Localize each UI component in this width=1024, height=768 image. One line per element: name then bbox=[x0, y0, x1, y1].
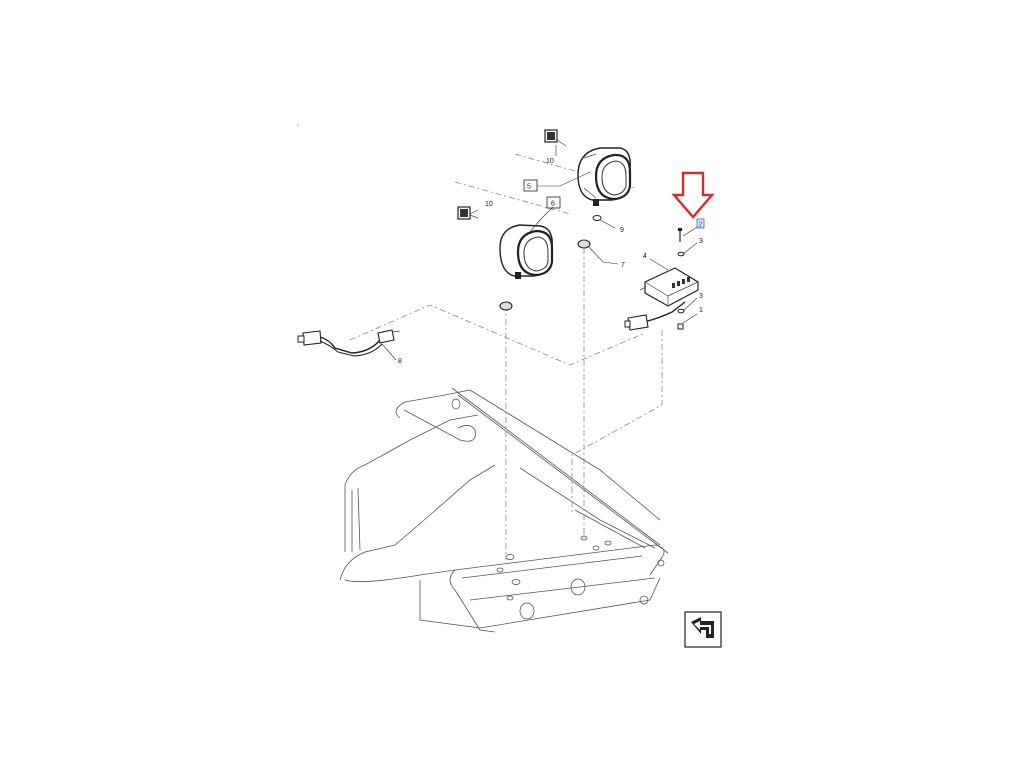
wiring-harness-8[interactable] bbox=[297, 329, 401, 357]
callout-10-lower[interactable]: 10 bbox=[485, 201, 493, 208]
callout-5[interactable]: 5 bbox=[527, 184, 531, 191]
washer-9[interactable] bbox=[592, 215, 602, 221]
callout-7[interactable]: 7 bbox=[621, 262, 625, 269]
control-module-4[interactable] bbox=[639, 267, 699, 307]
callout-9[interactable]: 9 bbox=[620, 227, 624, 234]
nut-1[interactable] bbox=[677, 323, 684, 330]
callout-1[interactable]: 1 bbox=[699, 307, 703, 314]
bulb-upper[interactable] bbox=[544, 129, 567, 147]
callout-2-highlight bbox=[696, 218, 705, 229]
callout-8[interactable]: 8 bbox=[398, 358, 402, 365]
stray-mark bbox=[297, 124, 299, 126]
callout-3-lower[interactable]: 3 bbox=[699, 293, 703, 300]
callout-6[interactable]: 6 bbox=[551, 201, 555, 208]
leader-lines bbox=[381, 145, 698, 361]
washer-3-upper[interactable] bbox=[677, 251, 685, 257]
washer-3-lower[interactable] bbox=[677, 308, 685, 314]
bulb-lower[interactable] bbox=[457, 206, 479, 220]
screw-2[interactable] bbox=[678, 228, 682, 242]
callout-2[interactable]: 2 bbox=[699, 222, 703, 229]
module-harness[interactable] bbox=[624, 301, 686, 331]
callout-box-5 bbox=[523, 179, 538, 192]
callout-10-upper[interactable]: 10 bbox=[546, 158, 554, 165]
callout-4[interactable]: 4 bbox=[643, 253, 647, 260]
work-light-6[interactable] bbox=[499, 224, 554, 279]
grommet-7[interactable] bbox=[577, 239, 591, 249]
callout-box-6 bbox=[546, 196, 561, 209]
work-light-5[interactable] bbox=[577, 147, 632, 206]
machine-body-outline bbox=[339, 387, 669, 633]
return-arrow-icon[interactable] bbox=[684, 611, 722, 648]
highlight-arrow bbox=[671, 171, 715, 219]
callout-3-upper[interactable]: 3 bbox=[699, 238, 703, 245]
grommet-lower[interactable] bbox=[499, 301, 513, 311]
callout-labels: 10 5 6 10 9 7 8 4 3 3 1 2 bbox=[398, 158, 705, 365]
assembly-dash-lines bbox=[349, 153, 663, 560]
